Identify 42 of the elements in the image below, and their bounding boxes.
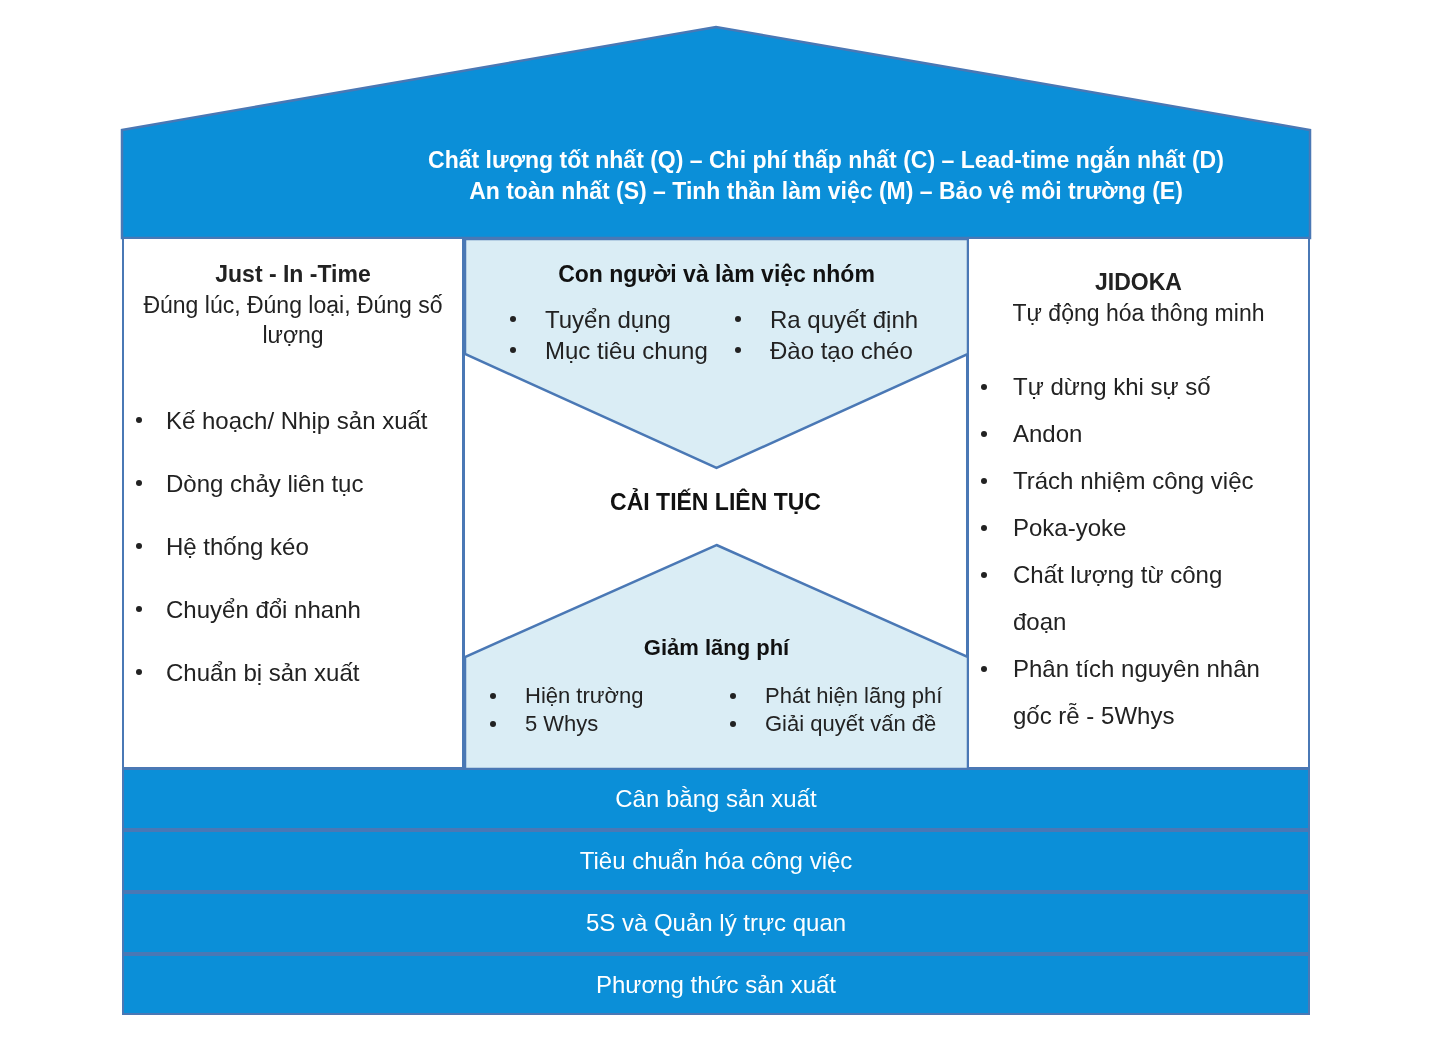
band-label: Tiêu chuẩn hóa công việc [579, 847, 853, 875]
foundation-band [122, 954, 1310, 1015]
bullet-text: Tự dừng khi sự số [1013, 373, 1211, 401]
section-heading: Just - In -Time [214, 260, 372, 289]
foundation-band [122, 892, 1310, 954]
bullet-text: Kế hoạch/ Nhịp sản xuất [166, 406, 428, 434]
roof-shape [122, 27, 1310, 238]
subtitle-text: Đúng lúc, Đúng loại, Đúng số lượng [142, 290, 444, 351]
bullet-text: Hệ thống kéo [166, 532, 309, 560]
bullet-text: Ra quyết định [770, 305, 919, 333]
bullet-text: Chất lượng từ công đoạn [1013, 561, 1223, 636]
bullet-text: Chuyển đổi nhanh [166, 595, 361, 623]
band-label: Cân bằng sản xuất [615, 785, 817, 813]
center-column [463, 237, 968, 769]
bullet-text: Tuyển dụng [545, 305, 671, 333]
bullet-text: 5 Whys [525, 711, 599, 737]
section-heading: CẢI TIẾN LIÊN TỤC [609, 487, 822, 517]
pillar-panel [967, 237, 1310, 769]
chevron-shape [465, 239, 968, 468]
section-heading: An toàn nhất (S) – Tinh thần làm việc (M) – Bảo vệ môi trường (E) [468, 176, 1184, 206]
section-heading: JIDOKA [1094, 268, 1183, 297]
pillar-panel [122, 237, 464, 769]
bullet-text: Dòng chảy liên tục [166, 469, 364, 497]
bullet-text: Trách nhiệm công việc [1013, 467, 1254, 495]
section-heading: Chất lượng tốt nhất (Q) – Chi phí thấp nhất (C) – Lead-time ngắn nhất (D) [427, 145, 1225, 175]
bullet-text: Giải quyết vấn đề [765, 711, 937, 737]
bullet-text: Andon [1013, 420, 1083, 448]
foundation-band [122, 830, 1310, 892]
band-label: Phương thức sản xuất [596, 970, 836, 999]
bullet-text: Phân tích nguyên nhân gốc rễ - 5Whys [1013, 655, 1260, 730]
section-heading: Giảm lãng phí [642, 634, 791, 662]
bullet-text: Chuẩn bị sản xuất [166, 658, 360, 686]
band-label: 5S và Quản lý trực quan [585, 909, 847, 937]
bullet-text: Hiện trường [525, 683, 644, 709]
bullet-text: Mục tiêu chung [545, 336, 708, 364]
section-heading: Con người và làm việc nhóm [557, 260, 876, 289]
bullet-text: Đào tạo chéo [770, 336, 913, 364]
bullet-text: Phát hiện lãng phí [765, 683, 943, 709]
pentagon-shape [465, 545, 968, 769]
foundation-band [122, 768, 1310, 830]
subtitle-text: Tự động hóa thông minh [1011, 298, 1266, 328]
bullet-text: Poka-yoke [1013, 514, 1127, 542]
